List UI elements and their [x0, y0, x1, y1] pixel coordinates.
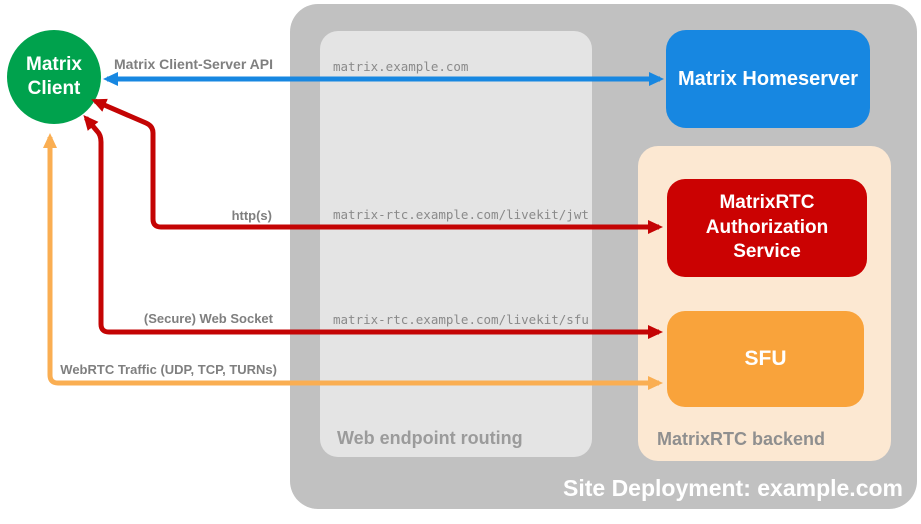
label-https: http(s): [231, 208, 272, 223]
label-secure-web-socket: (Secure) Web Socket: [143, 311, 273, 326]
web-endpoint-routing-box: matrix.example.com matrix-rtc.example.co…: [320, 31, 592, 457]
matrix-client-label-line1: Matrix: [26, 54, 82, 76]
web-endpoint-routing-label: Web endpoint routing: [337, 428, 523, 448]
node-matrix-homeserver: Matrix Homeserver: [666, 30, 870, 128]
node-sfu: SFU: [667, 311, 864, 407]
matrix-homeserver-label: Matrix Homeserver: [677, 67, 859, 90]
matrixrtc-backend-label: MatrixRTC backend: [657, 429, 826, 449]
auth-label-line3: Service: [733, 241, 801, 263]
endpoint-livekit-sfu: matrix-rtc.example.com/livekit/sfu: [333, 312, 589, 327]
auth-label-line1: MatrixRTC: [719, 191, 815, 213]
sfu-label: SFU: [744, 347, 787, 370]
node-matrixrtc-authorization-service: MatrixRTC Authorization Service: [667, 179, 867, 277]
auth-label-line2: Authorization: [705, 216, 829, 238]
endpoint-matrix: matrix.example.com: [333, 59, 469, 74]
label-matrix-client-server-api: Matrix Client-Server API: [114, 56, 273, 72]
endpoint-livekit-jwt: matrix-rtc.example.com/livekit/jwt: [333, 207, 589, 222]
node-matrix-client: Matrix Client: [7, 30, 101, 124]
matrix-client-label-line2: Client: [27, 78, 81, 99]
site-deployment-label: Site Deployment: example.com: [563, 475, 903, 501]
label-webrtc-traffic: WebRTC Traffic (UDP, TCP, TURNs): [60, 362, 277, 377]
